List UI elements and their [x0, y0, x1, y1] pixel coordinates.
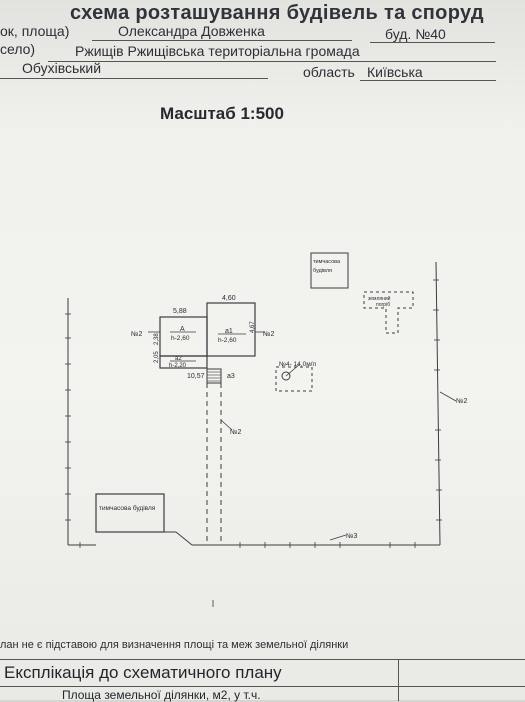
building-number: буд. №40 [385, 26, 446, 42]
porch-a3 [206, 368, 222, 384]
oblast-value: Київська [367, 64, 423, 80]
dim-bottom: 10,57 [187, 373, 205, 380]
village-underline [48, 61, 496, 62]
fence-inner-label: №2 [230, 429, 242, 436]
scale-label: Масштаб 1:500 [160, 104, 284, 123]
oblast-underline [360, 80, 496, 81]
fence-bottom-slant [175, 531, 193, 546]
temp-building-bottom-label: тимчасова будівля [99, 504, 156, 512]
porch-steps [207, 371, 221, 382]
explication-title: Експлікація до схематичного плану [4, 663, 282, 682]
temp-building-bottom [95, 493, 165, 533]
dim-A-top: 5,88 [173, 308, 187, 315]
fence-right-ticks [433, 279, 442, 521]
well-box [275, 366, 313, 392]
street-caption: ок, площа) [0, 23, 70, 39]
explication-table: Експлікація до схематичного плану Площа … [0, 659, 525, 702]
height-a1: h-2,60 [218, 337, 237, 344]
area-row-label: Площа земельної ділянки, м2, у т.ч. [62, 688, 261, 702]
oblast-caption: область [303, 64, 355, 80]
fence-left-ticks [65, 313, 71, 521]
cellar-outline [363, 291, 414, 334]
fence-left-label: №2 [131, 331, 143, 338]
building-a1 [206, 302, 256, 357]
fence-bottom-label: №3 [346, 533, 358, 540]
street-value: Олександра Довженка [118, 23, 265, 39]
leader-bottom [329, 534, 347, 541]
village-value: Ржищів Ржищівська територіальна громада [75, 43, 360, 59]
well-label: №4- 14,0м/п [279, 361, 316, 368]
dim-a1-top: 4,60 [222, 295, 236, 302]
dim-left-1: 2,05 [154, 351, 160, 363]
dim-left-2: 2,38 [154, 333, 160, 345]
table-column-divider [398, 660, 399, 701]
label-A: А [180, 326, 185, 333]
district-value: Обухівський [22, 60, 102, 76]
fence-bottom-ticks [79, 542, 416, 548]
temp-top-line2: будівля [313, 268, 332, 274]
label-a1: а1 [225, 328, 233, 335]
fence-mid-label: №2 [263, 331, 275, 338]
cellar-line1: земляний [368, 295, 391, 302]
building-a2 [159, 355, 208, 369]
well-icon [281, 371, 291, 381]
height-A: h-2,60 [171, 335, 190, 342]
dim-right: 4,67 [250, 321, 256, 333]
village-caption: село) [0, 41, 36, 57]
temp-building-top-label: тимчасова будівля [313, 259, 341, 274]
label-a2: а2 [175, 356, 182, 362]
document-title: схема розташування будівель та споруд [70, 2, 484, 24]
district-underline [0, 78, 268, 79]
temp-building-top [310, 252, 349, 289]
leader-right [439, 391, 457, 402]
cellar-line2: погріб [376, 302, 390, 308]
disclaimer-note: лан не є підставою для визначення площі … [0, 639, 349, 651]
porch-label: а3 [227, 373, 235, 380]
building-underline [370, 42, 495, 43]
street-underline [92, 40, 352, 41]
fence-right-label: №2 [456, 398, 468, 405]
cellar-label: земляний погріб [368, 295, 391, 308]
height-a2: h-2,20 [169, 363, 187, 369]
temp-top-line1: тимчасова [313, 259, 341, 265]
fence-right [435, 261, 441, 546]
table-row-divider [0, 686, 525, 687]
site-plan-drawing: 5,88 4,60 А h-2,60 а1 h-2,60 а2 h-2,20 2… [65, 252, 468, 607]
